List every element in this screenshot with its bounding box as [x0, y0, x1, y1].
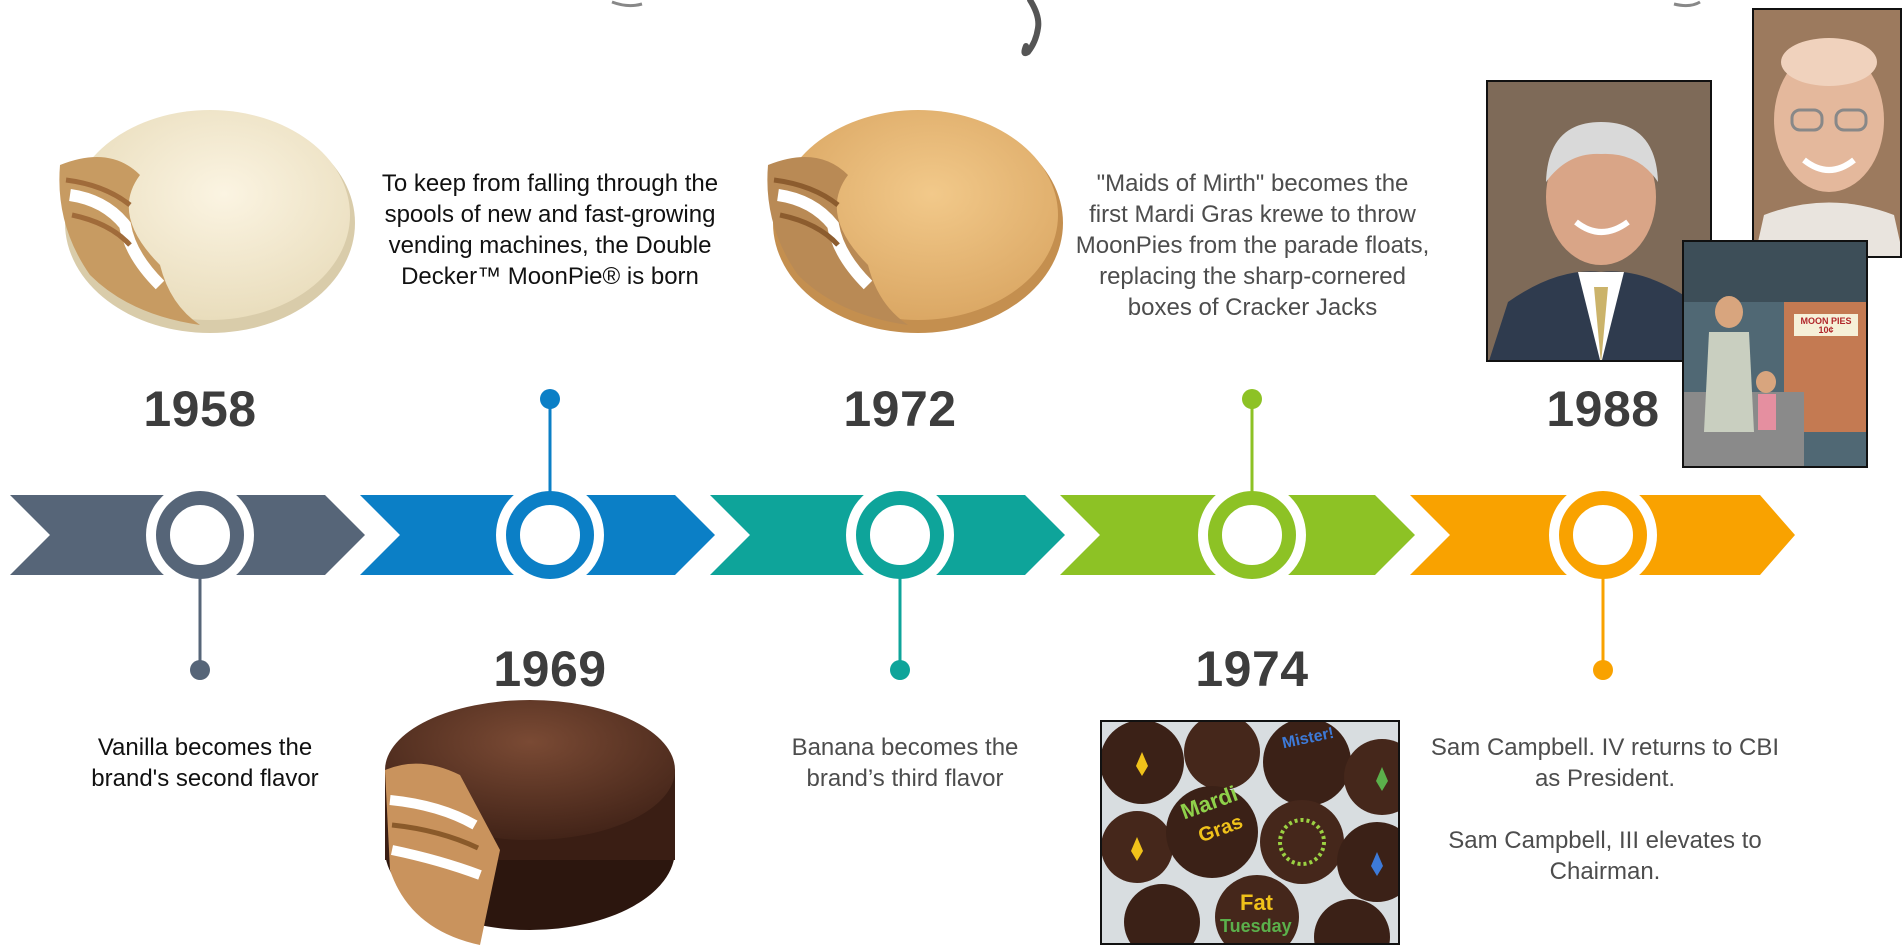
timeline-bar [10, 481, 1795, 589]
mardi-gras-word-3: Fat [1240, 890, 1273, 915]
connector-dot-1958 [190, 660, 210, 680]
connector-dot-1988 [1593, 660, 1613, 680]
connector-dot-1974 [1242, 389, 1262, 409]
year-1988: 1988 [1546, 381, 1660, 437]
sam-campbell-iii-photo [1752, 8, 1902, 258]
vintage-grocery-store-photo: MOON PIES 10¢ [1682, 240, 1868, 468]
event-text-1988-line-1: Sam Campbell. IV returns to CBI as Presi… [1430, 734, 1780, 792]
connector-dot-1972 [890, 660, 910, 680]
event-text-1988-line-2: Sam Campbell, III elevates to Chairman. [1448, 827, 1762, 885]
timeline-marker-1958 [146, 481, 254, 589]
event-text-1972: Banana becomes the brand’s third flavor [791, 734, 1019, 792]
title-script-fragment [611, 0, 1701, 57]
event-text-1958: Vanilla becomes the brand's second flavo… [91, 734, 319, 792]
vanilla-moonpie-image [59, 110, 355, 333]
timeline-connectors [190, 389, 1613, 680]
mardi-gras-moonpies-photo: Mardi Gras Fat Tuesday Mister! [1100, 720, 1400, 945]
store-sign: MOON PIES 10¢ [1800, 316, 1852, 335]
year-1972: 1972 [843, 381, 957, 437]
year-1974: 1974 [1195, 641, 1309, 697]
banana-moonpie-image [767, 110, 1063, 333]
timeline-marker-1988 [1549, 481, 1657, 589]
mardi-gras-word-4: Tuesday [1220, 916, 1292, 936]
event-text-1988: Sam Campbell. IV returns to CBI as Presi… [1420, 732, 1790, 887]
timeline-marker-1969 [496, 481, 604, 589]
sam-campbell-iv-photo [1486, 80, 1712, 362]
connector-dot-1969 [540, 389, 560, 409]
year-1969: 1969 [493, 641, 607, 697]
year-1958: 1958 [143, 381, 257, 437]
timeline-marker-1972 [846, 481, 954, 589]
event-text-1974: "Maids of Mirth" becomes the first Mardi… [1075, 170, 1430, 321]
timeline-marker-1974 [1198, 481, 1306, 589]
event-text-1969: To keep from falling through the spools … [381, 170, 719, 290]
chocolate-double-decker-moonpie-image [385, 700, 675, 945]
